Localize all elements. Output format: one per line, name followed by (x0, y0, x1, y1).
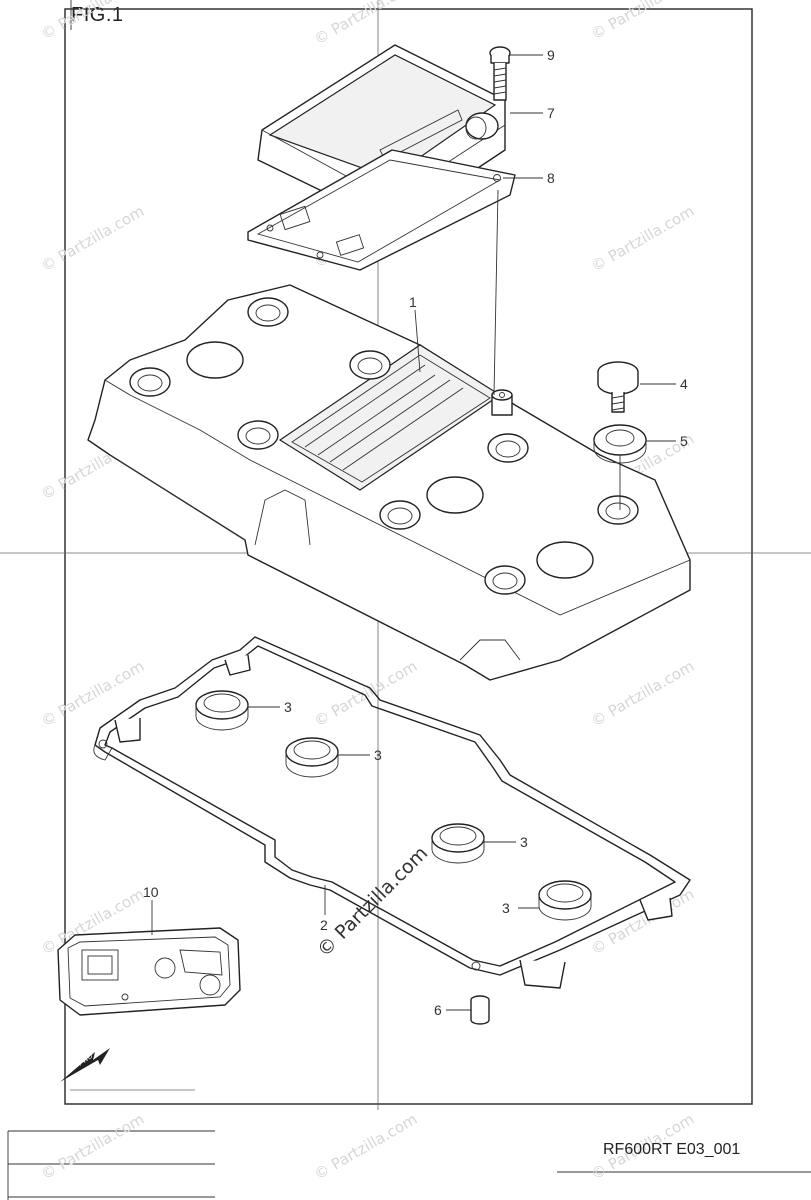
callout-7: 7 (547, 105, 555, 121)
watermark: © Partzilla.com (38, 1110, 147, 1183)
callout-3: 3 (520, 834, 528, 850)
callout-labels: 9 7 8 1 4 5 3 3 3 3 10 2 6 (143, 47, 688, 1018)
watermark: © Partzilla.com (38, 0, 147, 43)
watermark: © Partzilla.com (311, 1110, 420, 1183)
forward-direction-badge: FWD (60, 1048, 110, 1082)
title-block-box (7, 1130, 811, 1200)
bolt-part-9 (489, 46, 511, 101)
gasket-part-8 (247, 149, 516, 271)
callout-4: 4 (680, 376, 688, 392)
callout-10: 10 (143, 884, 159, 900)
gasket-set-part-10 (57, 927, 241, 1016)
plug-seal-part-3 (431, 823, 485, 864)
watermark: © Partzilla.com (588, 0, 697, 43)
watermark: © Partzilla.com (38, 202, 147, 275)
plug-seal-part-3 (195, 690, 249, 731)
callout-3: 3 (284, 699, 292, 715)
callout-8: 8 (547, 170, 555, 186)
cap-bolt-part-4 (597, 361, 639, 413)
watermark: © Partzilla.com (311, 657, 420, 730)
plug-seal-part-3 (285, 737, 339, 778)
plug-seal-part-3 (538, 880, 592, 921)
callout-3: 3 (374, 747, 382, 763)
callout-2: 2 (320, 917, 328, 933)
callout-1: 1 (409, 294, 417, 310)
callout-5: 5 (680, 433, 688, 449)
callout-3: 3 (502, 900, 510, 916)
gasket-part-2 (93, 636, 691, 989)
cylinder-head-cover-part-1 (87, 284, 691, 681)
watermark: © Partzilla.com (588, 885, 697, 958)
leader-lines (151, 54, 676, 1011)
watermark-large: © Partzilla.com (313, 842, 432, 961)
watermark: © Partzilla.com (588, 202, 697, 275)
watermark: © Partzilla.com (311, 0, 420, 48)
dowel-pin-part-6 (470, 995, 490, 1025)
diagram-part-code: RF600RT E03_001 (603, 1141, 741, 1158)
callout-6: 6 (434, 1002, 442, 1018)
watermark: © Partzilla.com (588, 657, 697, 730)
callout-9: 9 (547, 47, 555, 63)
